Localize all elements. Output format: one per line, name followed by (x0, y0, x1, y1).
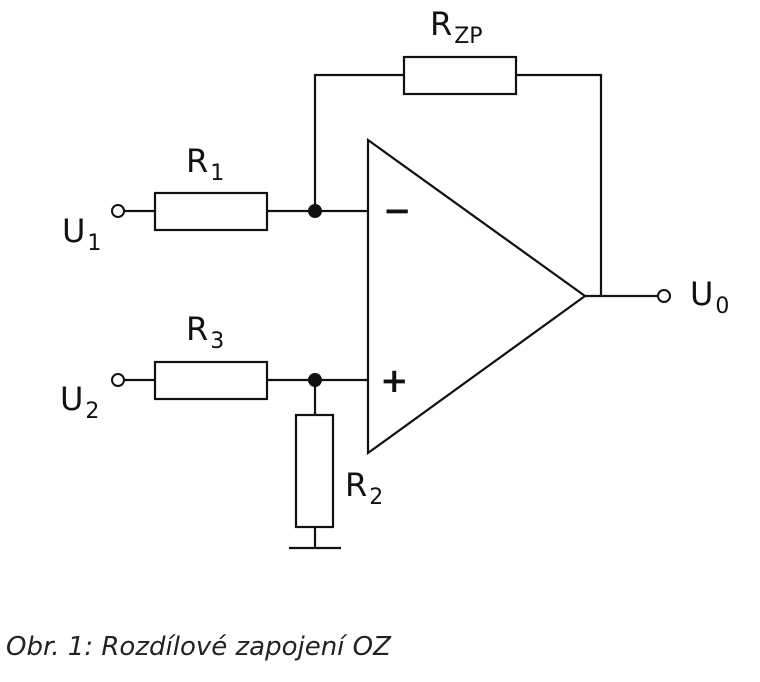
label-u0: U0 (690, 275, 729, 319)
label-u2: U2 (60, 380, 99, 424)
resistor-r3 (153, 360, 269, 401)
op-amp-triangle (366, 137, 587, 456)
resistor-r2 (294, 413, 335, 529)
terminal-u1 (111, 204, 125, 218)
terminal-u2 (111, 373, 125, 387)
junction-inverting (308, 204, 322, 218)
terminal-u0 (657, 289, 671, 303)
op-amp-differential-circuit: − + RZP R1 R3 R2 U1 U2 U0 (60, 5, 729, 550)
label-rzp: RZP (430, 5, 483, 49)
figure-caption: Obr. 1: Rozdílové zapojení OZ (6, 632, 391, 662)
inverting-input-sign: − (383, 191, 412, 231)
label-r1: R1 (186, 142, 224, 186)
label-u1: U1 (62, 212, 101, 256)
op-amp: − + (366, 137, 587, 456)
output-path (585, 289, 671, 303)
input-u1-path (111, 191, 368, 232)
label-r2: R2 (345, 466, 383, 510)
feedback-path (313, 55, 603, 296)
resistor-rzp (402, 55, 518, 96)
resistor-r1 (153, 191, 269, 232)
input-u2-path (111, 360, 368, 550)
label-r3: R3 (186, 310, 224, 354)
noninverting-input-sign: + (380, 361, 409, 401)
